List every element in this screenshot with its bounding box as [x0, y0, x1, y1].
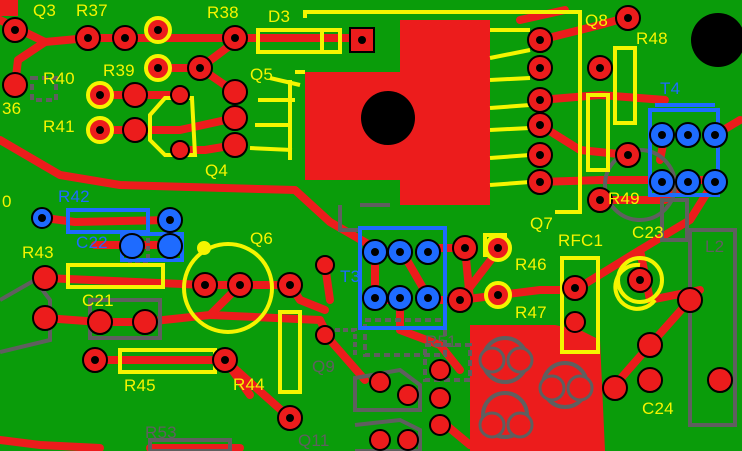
label-r44: R44	[233, 375, 265, 394]
mounting-holes	[361, 13, 742, 145]
label-rfc1: RFC1	[558, 231, 604, 250]
label-q9: Q9	[312, 357, 336, 376]
label-q8: Q8	[585, 11, 609, 30]
label-q11: Q11	[298, 431, 330, 450]
label-left-edge-fragment: 0	[2, 192, 12, 211]
label-r40: R40	[43, 69, 75, 88]
label-q3: Q3	[33, 1, 57, 20]
label-r48: R48	[636, 29, 668, 48]
label-r39: R39	[103, 61, 135, 80]
label-c22: C22	[76, 233, 108, 252]
label-r43: R43	[22, 243, 54, 262]
label-q4: Q4	[205, 161, 229, 180]
label-c23: C23	[632, 223, 664, 242]
label-r51-fragment: R51	[425, 332, 457, 351]
label-q5: Q5	[250, 65, 274, 84]
label-l2-fragment: L2	[705, 237, 725, 256]
label-r42: R42	[58, 187, 90, 206]
label-r36-fragment: 36	[2, 99, 22, 118]
label-r53: R53	[145, 423, 177, 442]
label-r38: R38	[207, 3, 239, 22]
label-r49: R49	[608, 189, 640, 208]
label-c24: C24	[642, 399, 674, 418]
label-d3: D3	[268, 7, 291, 26]
label-t4: T4	[660, 79, 681, 98]
label-r37: R37	[76, 1, 108, 20]
label-r47: R47	[515, 303, 547, 322]
label-c21: C21	[82, 291, 114, 310]
pads	[2, 5, 733, 451]
label-q6: Q6	[250, 229, 274, 248]
label-t3: T3	[340, 267, 361, 286]
label-q7: Q7	[530, 214, 554, 233]
label-r45: R45	[124, 376, 156, 395]
label-r46: R46	[515, 255, 547, 274]
silkscreen-bottom	[66, 103, 720, 330]
large-cap-pads	[478, 346, 594, 439]
label-r41: R41	[43, 117, 75, 136]
